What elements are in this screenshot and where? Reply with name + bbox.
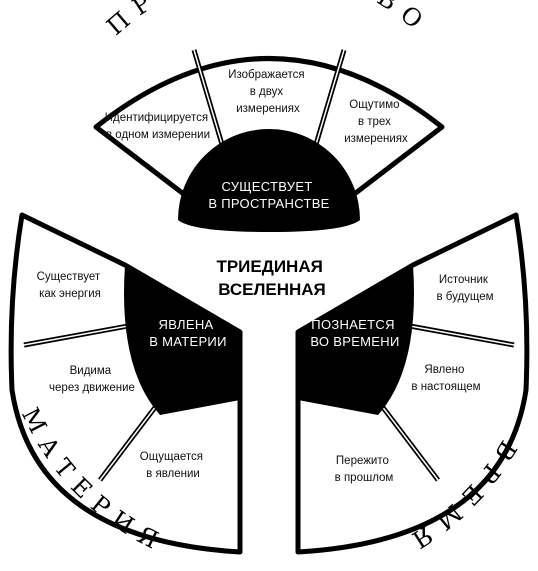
center-title: ТРИЕДИНАЯ ВСЕЛЕННАЯ — [216, 257, 327, 299]
time-segment-1-line2: в будущем — [436, 291, 493, 303]
matter-hub-text: ЯВЛЕНА В МАТЕРИИ — [149, 317, 226, 349]
time-segment-2: Явлено в настоящем — [411, 364, 480, 393]
time-segment-3-line2: в прошлом — [335, 472, 394, 484]
time-hub-text: ПОЗНАЕТСЯ ВО ВРЕМЕНИ — [310, 317, 399, 349]
matter-segment-1: Существует как энергия — [37, 271, 104, 300]
space-segment-2-line3: измерениях — [236, 103, 300, 115]
space-segment-2-line1: Изображается — [228, 69, 304, 81]
space-label: ПРОСТРАНСТВО — [101, 0, 435, 41]
matter-segment-1-line2: как энергия — [39, 288, 101, 300]
matter-segment-2-line2: через движение — [49, 382, 135, 394]
time-segment-3: Пережито в прошлом — [335, 455, 394, 484]
time-segment-2-line2: в настоящем — [411, 381, 480, 393]
space-segment-1: Идентифицируется в одном измерении — [105, 112, 212, 141]
time-hub-line1: ПОЗНАЕТСЯ — [311, 317, 394, 332]
matter-hub-line1: ЯВЛЕНА — [159, 317, 214, 332]
matter-segment-3: Ощущается в явлении — [140, 451, 206, 480]
space-segment-1-line1: Идентифицируется — [105, 112, 208, 124]
matter-segment-3-line2: в явлении — [146, 468, 200, 480]
matter-segment-2-line1: Видима — [70, 365, 112, 377]
space-segment-3-line2: в трех — [358, 116, 391, 128]
time-hub-line2: ВО ВРЕМЕНИ — [310, 334, 399, 349]
matter-hub-line2: В МАТЕРИИ — [149, 334, 226, 349]
space-hub-line1: СУЩЕСТВУЕТ — [221, 179, 312, 194]
center-title-line1: ТРИЕДИНАЯ — [216, 257, 322, 276]
time-segment-1: Источник в будущем — [436, 274, 493, 303]
matter-hub — [124, 265, 240, 415]
space-segment-2-line2: в двух — [250, 86, 284, 98]
matter-segment-2: Видима через движение — [49, 365, 135, 394]
space-segment-3: Ощутимо в трех измерениях — [344, 99, 408, 145]
time-segment-3-line1: Пережито — [336, 455, 389, 467]
space-hub-text: СУЩЕСТВУЕТ В ПРОСТРАНСТВЕ — [208, 179, 329, 211]
time-segment-1-line1: Источник — [439, 274, 489, 286]
space-segment-3-line1: Ощутимо — [349, 99, 399, 111]
time-hub — [298, 265, 414, 415]
center-title-line2: ВСЕЛЕННАЯ — [218, 280, 326, 299]
space-hub-line2: В ПРОСТРАНСТВЕ — [208, 196, 329, 211]
space-segment-1-line2: в одном измерении — [106, 129, 210, 141]
matter-segment-1-line1: Существует — [37, 271, 101, 283]
space-segment-2: Изображается в двух измерениях — [228, 69, 308, 115]
matter-segment-3-line1: Ощущается — [140, 451, 203, 463]
space-segment-3-line3: измерениях — [344, 133, 408, 145]
time-segment-2-line1: Явлено — [424, 364, 464, 376]
space-hub — [178, 129, 360, 232]
